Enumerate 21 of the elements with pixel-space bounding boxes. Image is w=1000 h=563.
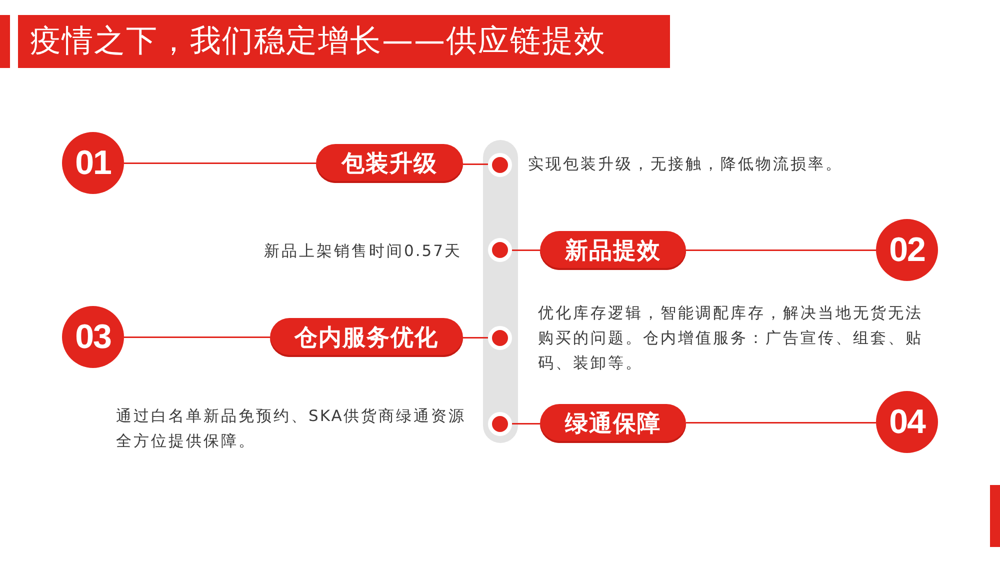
step-number: 02 xyxy=(876,219,938,281)
step-description: 优化库存逻辑，智能调配库存，解决当地无货无法购买的问题。仓内增值服务：广告宣传、组套、贴码、装卸等。 xyxy=(538,303,924,374)
connector-line xyxy=(512,249,540,252)
step-description: 新品上架销售时间0.57天 xyxy=(262,241,462,262)
step-number: 03 xyxy=(62,306,124,368)
step-title: 新品提效 xyxy=(540,231,686,270)
step-number: 01 xyxy=(62,132,124,194)
step-description: 通过白名单新品免预约、SKA供货商绿通资源全方位提供保障。 xyxy=(116,406,467,452)
step-description: 实现包装升级，无接触，降低物流损率。 xyxy=(528,154,844,175)
step-title: 包装升级 xyxy=(316,144,463,183)
connector-line xyxy=(463,163,488,166)
connector-line xyxy=(463,336,488,339)
step-number: 04 xyxy=(876,391,938,453)
connector-line xyxy=(124,162,316,164)
title-banner: 疫情之下，我们稳定增长——供应链提效 xyxy=(18,15,670,68)
connector-line xyxy=(124,336,270,338)
connector-line xyxy=(512,422,540,425)
step-title: 绿通保障 xyxy=(540,404,686,443)
step-title: 仓内服务优化 xyxy=(270,318,463,357)
connector-line xyxy=(686,422,876,424)
connector-line xyxy=(686,249,876,252)
